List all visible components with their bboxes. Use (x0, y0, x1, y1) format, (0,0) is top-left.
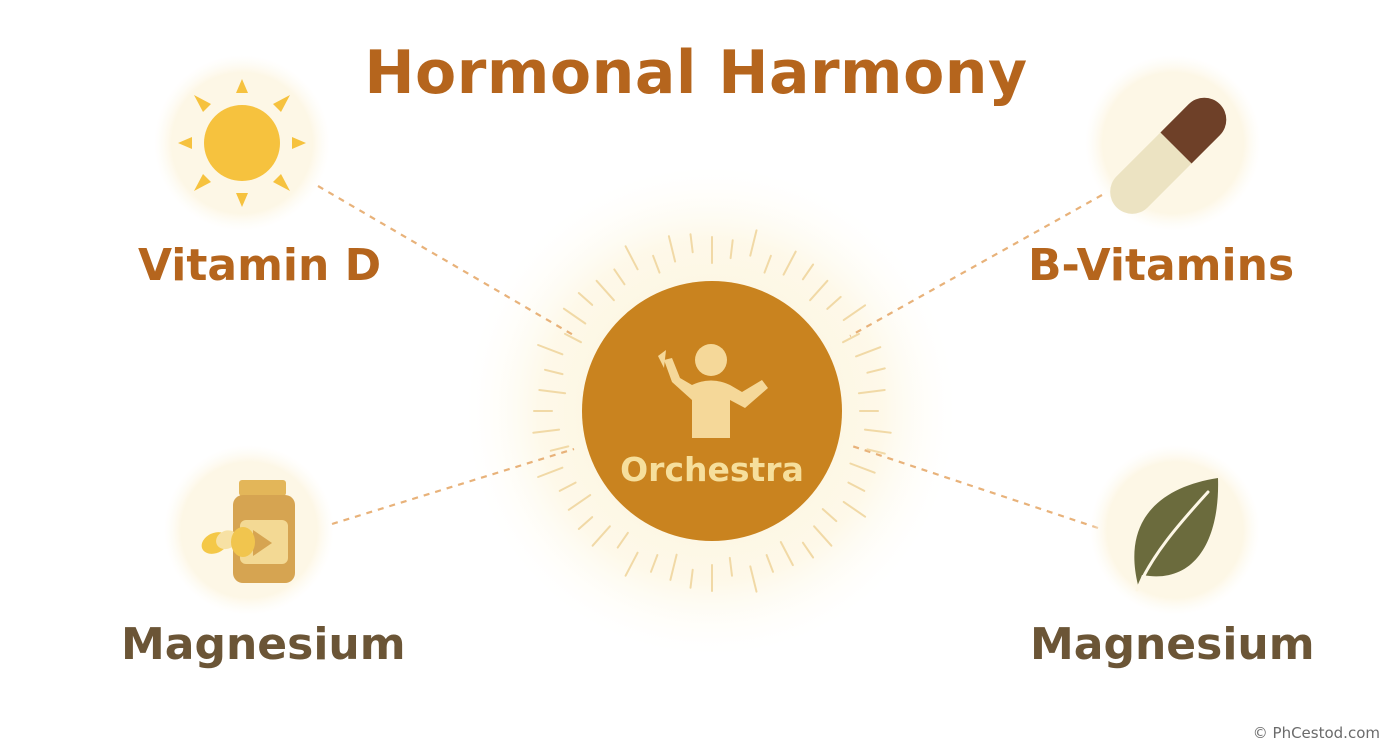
connector-b-vitamins (849, 194, 1103, 337)
ray-dash (813, 525, 833, 547)
leaf-icon (1134, 478, 1219, 592)
magnesium-left-label: Magnesium (121, 619, 406, 670)
ray-dash (650, 554, 659, 573)
ray-dash (595, 279, 615, 302)
ray-dash (577, 292, 594, 306)
ray-dash (863, 428, 892, 434)
ray-dash (577, 516, 594, 530)
ray-dash (537, 344, 564, 356)
ray-dash (857, 389, 886, 395)
ray-dash (847, 481, 866, 492)
magnesium-right-label: Magnesium (1030, 619, 1315, 670)
ray-dash (749, 229, 758, 257)
ray-dash (729, 239, 734, 260)
ray-dash (652, 254, 661, 274)
ray-dash (849, 462, 876, 474)
conductor-icon (658, 344, 768, 438)
ray-dash (866, 448, 886, 455)
ray-dash (549, 445, 570, 452)
ray-dash (866, 367, 886, 374)
ray-dash (765, 554, 774, 573)
ray-dash (616, 531, 629, 549)
ray-dash (567, 494, 592, 511)
connector-lines (317, 185, 1103, 530)
b-vitamins-label: B-Vitamins (1028, 240, 1295, 291)
ray-dash (562, 307, 587, 325)
ray-dash (544, 368, 564, 376)
ray-dash (801, 541, 815, 559)
ray-dash (801, 263, 815, 281)
ray-dash (564, 332, 582, 344)
ray-dash (763, 254, 772, 274)
connector-magnesium-right (851, 444, 1099, 530)
connector-vitamin-d (317, 185, 576, 337)
ray-dash (728, 556, 733, 577)
ray-dash (782, 250, 797, 276)
ray-dash (779, 541, 794, 567)
ray-dash (538, 389, 567, 395)
ray-dash (821, 508, 838, 523)
ray-dash (842, 304, 867, 322)
ray-dash (826, 295, 842, 310)
ray-dash (624, 551, 639, 577)
diagram-title: Hormonal Harmony (364, 38, 1028, 108)
ray-dash (537, 466, 564, 478)
ray-dash (842, 500, 867, 518)
ray-dash (689, 233, 694, 254)
ray-dash (855, 346, 882, 358)
radiating-rays (532, 229, 892, 593)
vitamin-d-label: Vitamin D (138, 240, 382, 291)
ray-dash (591, 525, 611, 547)
center-label: Orchestra (620, 450, 804, 489)
ray-dash (558, 481, 577, 492)
ray-dash (613, 268, 626, 286)
copyright-text: © PhCestod.com (1252, 724, 1380, 742)
ray-dash (842, 332, 860, 344)
ray-dash (809, 279, 829, 302)
ray-dash (667, 235, 677, 263)
ray-dash (624, 245, 639, 271)
ray-dash (689, 568, 694, 589)
ray-dash (532, 428, 561, 434)
supplement-bottle-icon (201, 480, 295, 583)
ray-dash (669, 553, 678, 581)
capsule-icon (1110, 97, 1227, 214)
sun-icon (178, 79, 306, 207)
ray-dash (749, 565, 758, 593)
